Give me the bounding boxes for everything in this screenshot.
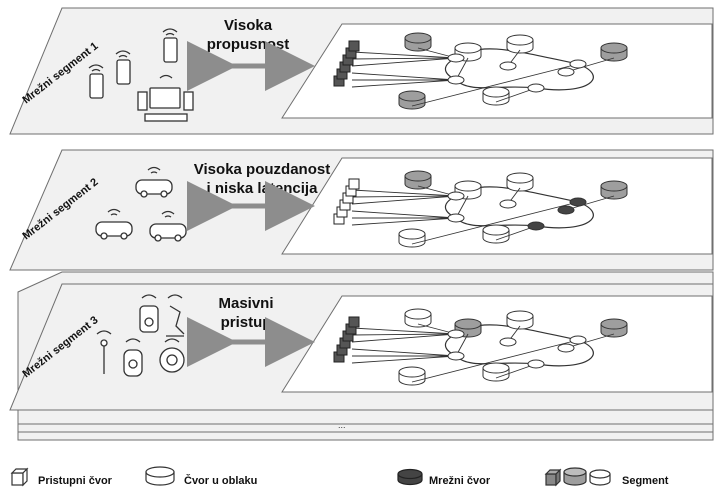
connected-cars-icons xyxy=(95,166,187,242)
cloud-node-top xyxy=(454,42,482,54)
segment-3-network-area xyxy=(281,295,713,393)
cloud-node-top xyxy=(398,228,426,240)
cloud-link xyxy=(411,63,579,107)
segment-3-access-link xyxy=(351,333,457,343)
cloud-link xyxy=(411,201,579,245)
network-node-icon xyxy=(527,221,545,231)
router-node-icon xyxy=(447,75,465,85)
cloud-node-top xyxy=(398,366,426,378)
segment-1-network-graph xyxy=(333,32,628,110)
cloud-link xyxy=(565,333,615,349)
legend-segment-icon xyxy=(544,467,611,487)
router-node-icon xyxy=(499,199,517,209)
access-node-icon xyxy=(348,178,360,190)
router-node-icon xyxy=(569,59,587,69)
cloud-node-top xyxy=(398,90,426,102)
iot-sensor-devices-icons xyxy=(96,294,185,377)
router-node-icon xyxy=(527,359,545,369)
cloud-node-top xyxy=(506,34,534,46)
segment-2-network-graph xyxy=(333,170,628,248)
cloud-node-top xyxy=(600,42,628,54)
network-node-icon xyxy=(557,205,575,215)
segment-1-access-link xyxy=(351,72,457,81)
access-node-icon xyxy=(348,316,360,328)
stack-more-indicator: ... xyxy=(338,420,346,430)
cloud-node-top xyxy=(506,172,534,184)
cloud-node-top xyxy=(482,86,510,98)
segment-1-access-link xyxy=(351,57,457,60)
router-node-icon xyxy=(557,343,575,353)
segment-3-access-link xyxy=(351,327,457,335)
legend-access-node-icon xyxy=(10,467,29,487)
access-node-icon xyxy=(348,40,360,52)
segment-2: Mrežni segment 2 Visoka pouzdanost i nis… xyxy=(9,149,714,271)
segment-3-access-link xyxy=(351,355,457,364)
legend-access-node-label: Pristupni čvor xyxy=(38,475,113,487)
segment-1-access-link xyxy=(351,79,457,88)
router-node-icon xyxy=(569,335,587,345)
network-node-icon xyxy=(569,197,587,207)
cloud-node-top xyxy=(482,224,510,236)
cloud-node-top xyxy=(404,308,432,320)
cloud-node-top xyxy=(404,170,432,182)
router-node-icon xyxy=(447,213,465,223)
router-node-icon xyxy=(557,67,575,77)
segment-2-network-area xyxy=(281,157,713,255)
router-node-icon xyxy=(447,351,465,361)
cloud-node-top xyxy=(454,318,482,330)
legend: Pristupni čvor Čvor u oblaku Mrežni čvor… xyxy=(10,466,669,487)
segment-2-access-link xyxy=(351,189,457,197)
legend-cloud-node-icon xyxy=(145,466,175,486)
cloud-node-top xyxy=(600,180,628,192)
segment-1: Mrežni segment 1 Visoka propusnost xyxy=(9,7,714,135)
network-graphs xyxy=(333,32,628,386)
legend-network-node-label: Mrežni čvor xyxy=(429,475,491,487)
segment-2-access-link xyxy=(351,195,457,198)
legend-cloud-node-label: Čvor u oblaku xyxy=(184,474,257,487)
cloud-node-top xyxy=(482,362,510,374)
segment-3-access-link xyxy=(351,333,457,336)
cloud-node-top xyxy=(506,310,534,322)
segment-2-access-link xyxy=(351,195,457,205)
segment-2-access-link xyxy=(351,210,457,219)
router-node-icon xyxy=(499,61,517,71)
router-node-icon xyxy=(447,329,465,339)
mobile-devices-and-desktop-icons xyxy=(88,28,194,122)
segment-3-caption-line-2: pristup xyxy=(221,314,272,331)
cloud-node-top xyxy=(600,318,628,330)
router-node-icon xyxy=(499,337,517,347)
cloud-link xyxy=(565,57,615,73)
segment-2-caption-line-1: Visoka pouzdanost xyxy=(194,161,330,178)
segment-3: Mrežni segment 3 Masivni pristup xyxy=(9,283,714,411)
segment-1-caption-line-1: Visoka xyxy=(224,17,273,34)
legend-segment-label: Segment xyxy=(622,475,669,487)
segment-1-caption-line-2: propusnost xyxy=(207,36,290,53)
segment-2-access-link xyxy=(351,217,457,226)
segment-3-network-graph xyxy=(333,308,628,386)
cloud-node-top xyxy=(404,32,432,44)
router-node-icon xyxy=(447,53,465,63)
cloud-link xyxy=(411,339,579,383)
cloud-link xyxy=(565,195,615,211)
cloud-node-top xyxy=(454,180,482,192)
segment-1-access-link xyxy=(351,51,457,59)
segment-3-access-link xyxy=(351,348,457,357)
segment-1-access-link xyxy=(351,57,457,67)
router-node-icon xyxy=(447,191,465,201)
segment-2-caption-line-2: i niska latencija xyxy=(207,180,319,197)
router-node-icon xyxy=(527,83,545,93)
segment-3-caption-line-1: Masivni xyxy=(218,295,273,312)
legend-network-node-icon xyxy=(397,468,423,486)
